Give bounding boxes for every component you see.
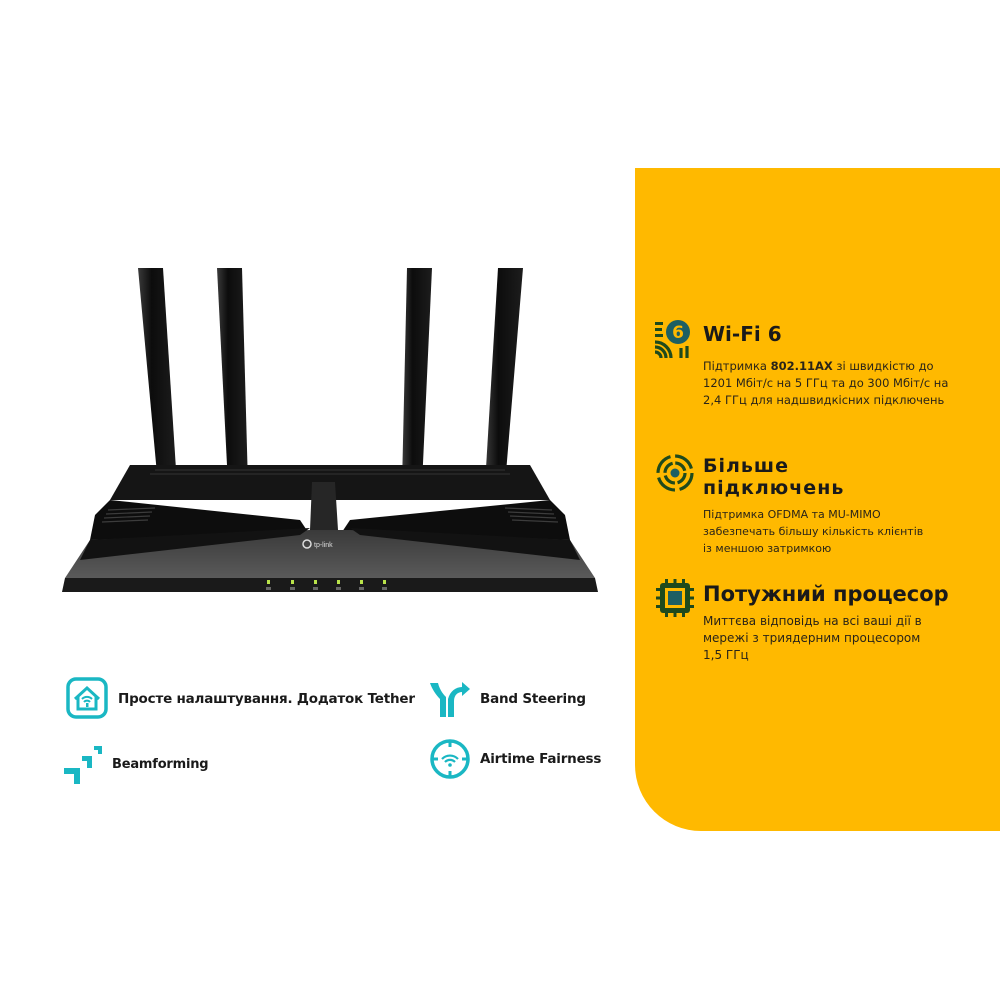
mini-feature-label: Band Steering <box>480 691 586 707</box>
tether-app-home-icon <box>66 677 108 719</box>
antenna <box>138 268 523 485</box>
feature-title: Wi-Fi 6 <box>703 322 782 346</box>
wifi6-icon: 6 <box>655 320 690 358</box>
feature-description: Миттєва відповідь на всі ваші дії в мере… <box>703 614 922 662</box>
processor-icon <box>656 579 694 617</box>
mini-feature-label: Beamforming <box>112 756 209 772</box>
mini-feature-band-steering: Band Steering <box>428 677 586 721</box>
feature-title: Потужний процесор <box>703 582 949 606</box>
mini-feature-label: Просте налаштування. Додаток Tether <box>118 691 415 707</box>
feature-description: Підтримка 802.11AX зі швидкістю до 1201 … <box>703 359 949 407</box>
tp-link-logo: tp-link <box>302 539 333 549</box>
status-leds <box>267 580 386 584</box>
mini-feature-airtime-fairness: Airtime Fairness <box>428 737 601 781</box>
feature-description: Підтримка OFDMA та MU-MIMO забезпечать б… <box>703 508 924 555</box>
mini-feature-tether: Просте налаштування. Додаток Tether <box>66 677 415 721</box>
airtime-fairness-icon <box>430 739 470 779</box>
features-panel <box>635 168 1000 831</box>
svg-text:tp-link: tp-link <box>314 542 333 549</box>
beamforming-icon <box>64 746 102 784</box>
band-steering-icon <box>430 682 470 717</box>
router-product-image: tp-link <box>62 268 598 592</box>
more-connections-icon <box>656 454 694 492</box>
mini-feature-label: Airtime Fairness <box>480 751 602 767</box>
svg-text:6: 6 <box>672 323 684 343</box>
mini-feature-beamforming: Beamforming <box>62 742 209 786</box>
